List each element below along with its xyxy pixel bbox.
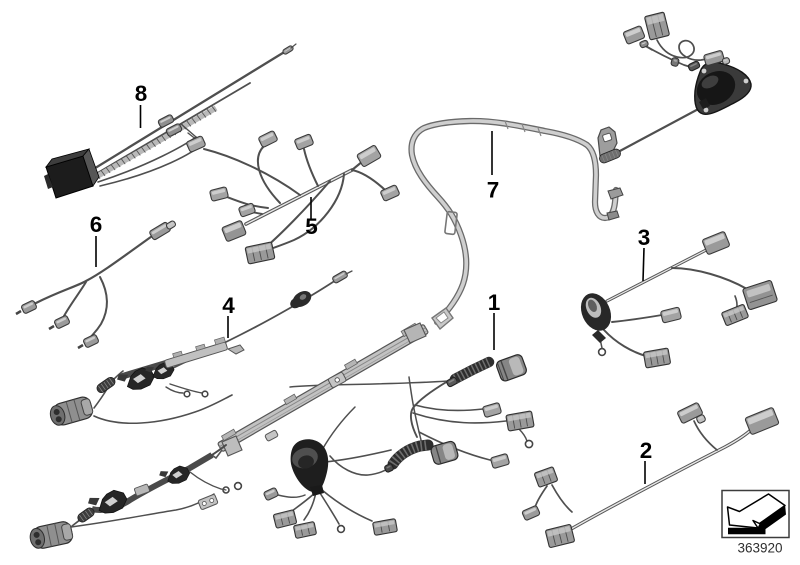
svg-text:8: 8 bbox=[135, 81, 148, 106]
svg-text:5: 5 bbox=[305, 214, 318, 239]
svg-text:1: 1 bbox=[488, 290, 501, 315]
svg-text:363920: 363920 bbox=[737, 541, 782, 556]
svg-text:4: 4 bbox=[222, 293, 235, 318]
svg-text:2: 2 bbox=[640, 438, 653, 463]
svg-text:3: 3 bbox=[638, 225, 651, 250]
svg-text:7: 7 bbox=[487, 178, 500, 203]
svg-text:6: 6 bbox=[90, 212, 103, 237]
